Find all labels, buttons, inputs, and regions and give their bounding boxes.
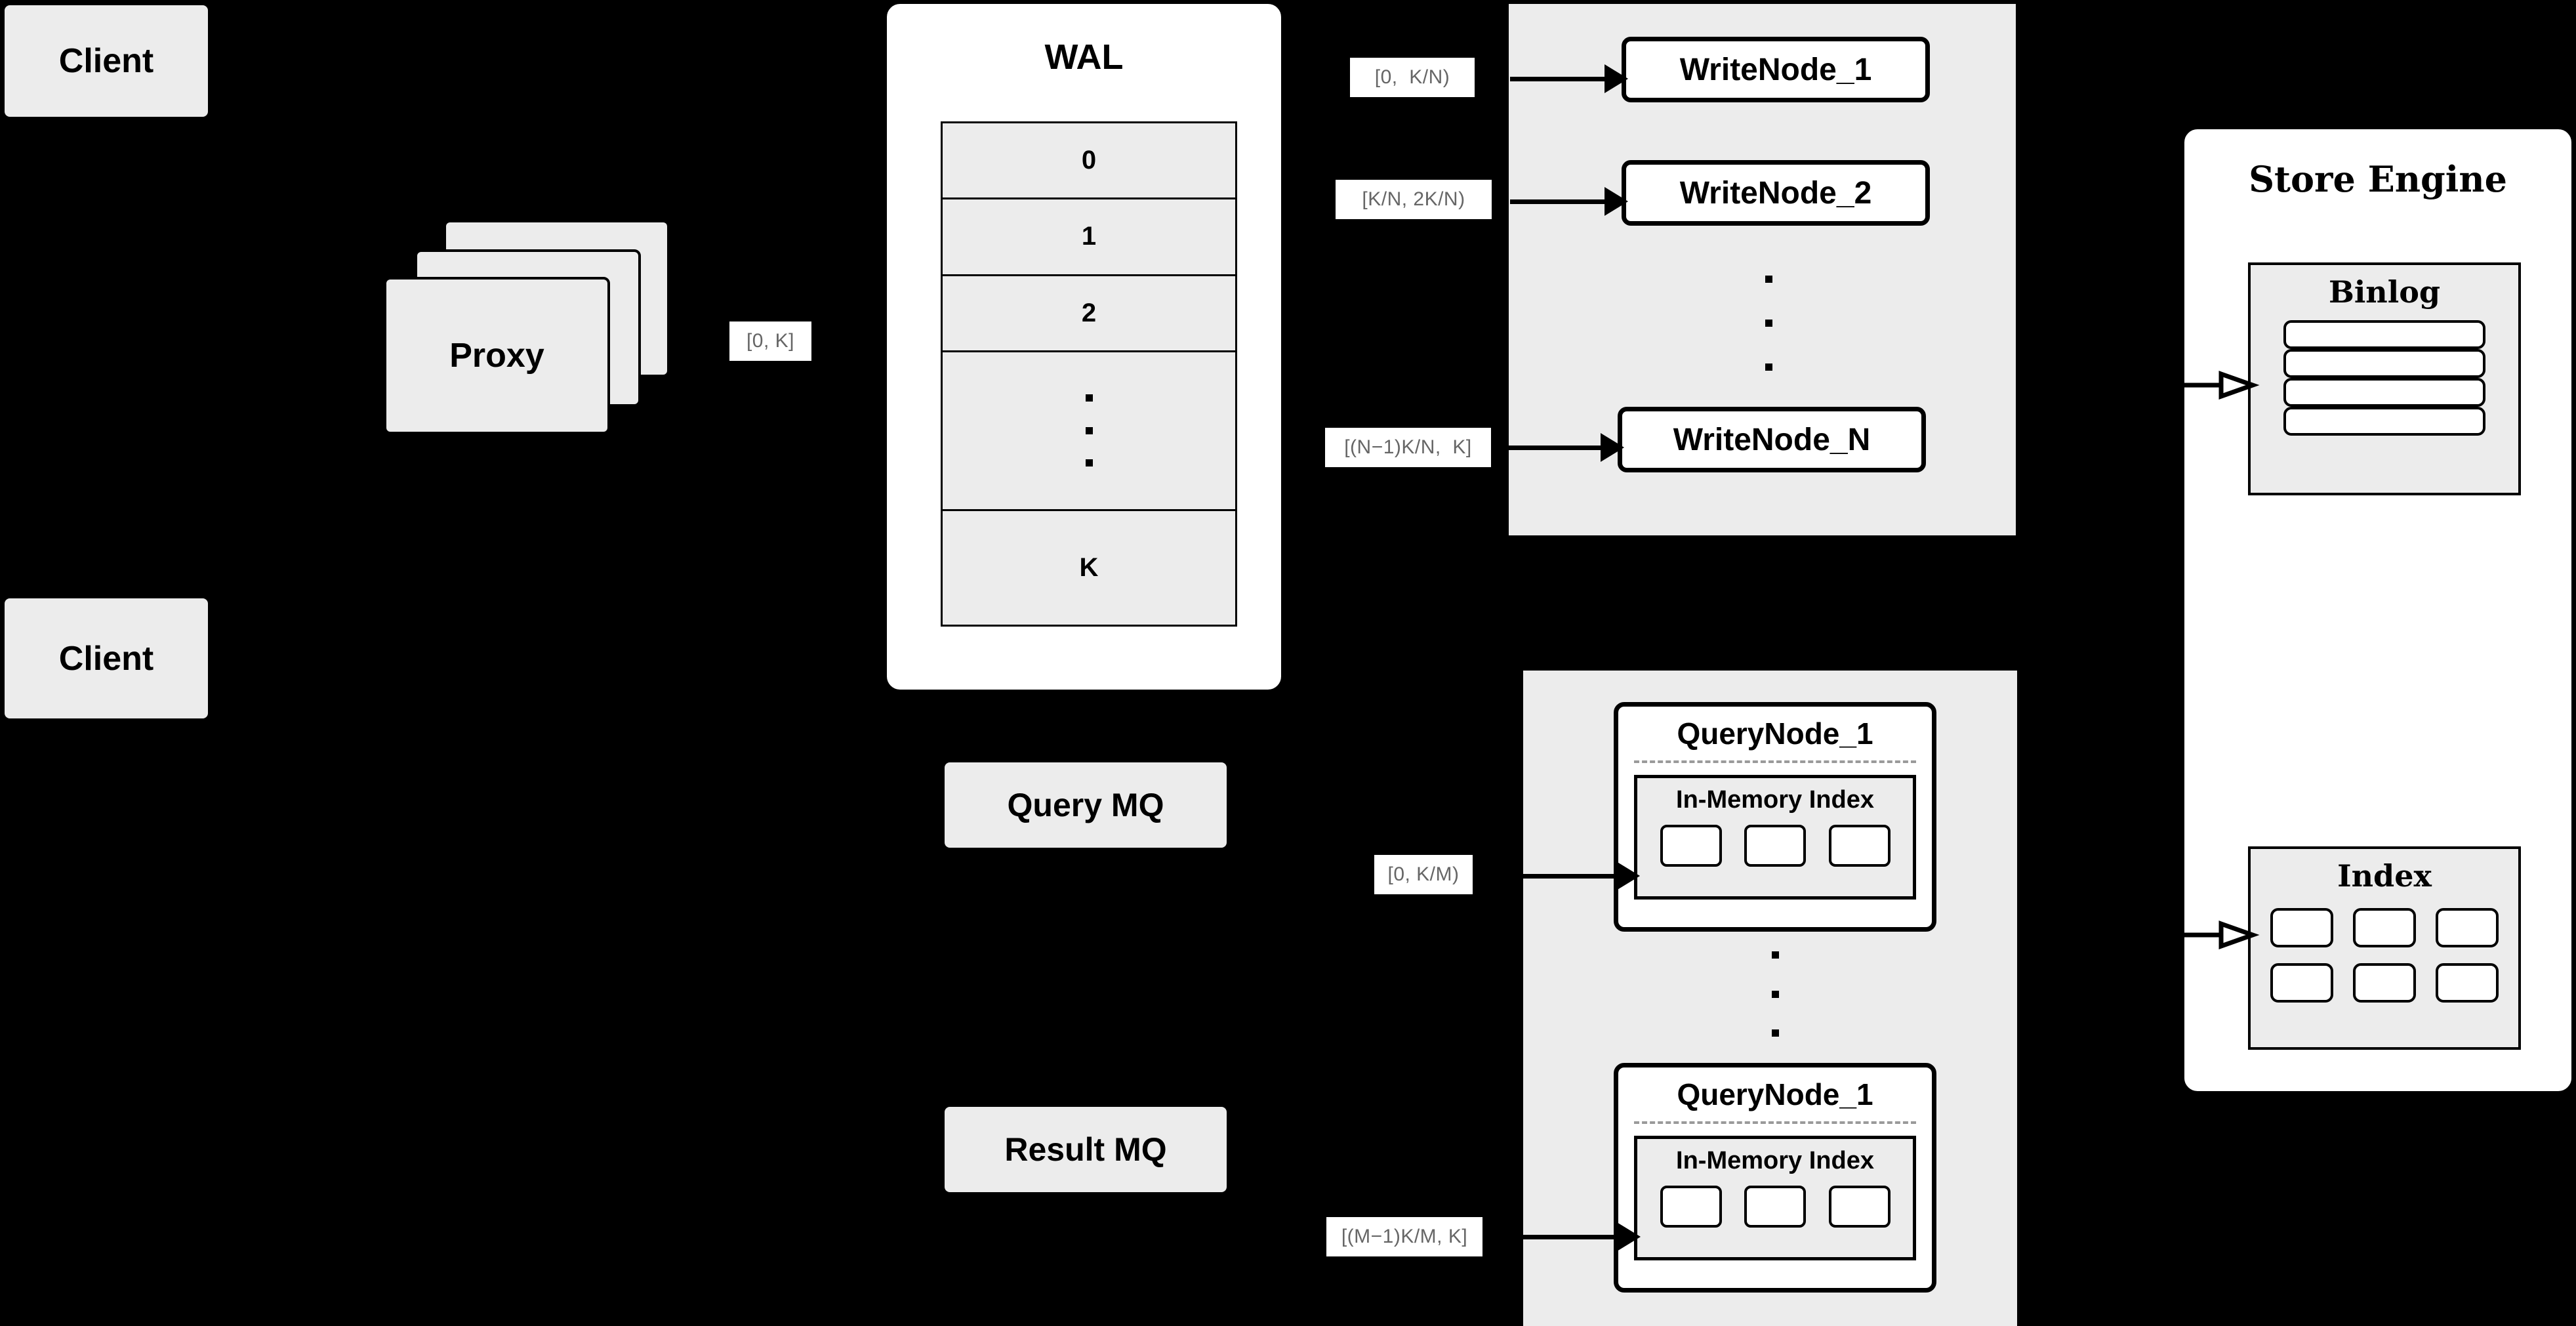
write-node-n-range-label: [(N−1)K/N, K]	[1325, 428, 1491, 467]
query-mq-label: Query MQ	[1007, 787, 1164, 823]
client-label: Client	[58, 639, 154, 678]
wal-row: 1	[943, 199, 1235, 276]
query-cluster-vertical-ellipsis-icon	[1771, 951, 1779, 1037]
index-cell	[1828, 825, 1891, 867]
write-node-1-range-label: [0, K/N)	[1350, 58, 1475, 97]
query-node-label: QueryNode_1	[1677, 1077, 1873, 1111]
query-node-label: QueryNode_1	[1677, 716, 1873, 751]
store-index-title: Index	[2337, 858, 2432, 894]
query-node-m[interactable]: QueryNode_1 In-Memory Index	[1614, 1063, 1936, 1293]
in-memory-index-title: In-Memory Index	[1676, 786, 1874, 814]
wal-row: K	[943, 511, 1235, 625]
in-memory-index-panel-1: In-Memory Index	[1634, 775, 1916, 900]
index-cell	[1744, 825, 1806, 867]
wal-title: WAL	[1044, 37, 1124, 77]
write-node-2[interactable]: WriteNode_2	[1622, 160, 1930, 226]
binlog-panel: Binlog	[2248, 262, 2521, 495]
wal-table: 0 1 2 K	[941, 121, 1237, 627]
index-cell	[1660, 825, 1722, 867]
query-node-separator	[1634, 760, 1916, 763]
query-node-separator	[1634, 1121, 1916, 1124]
client-box-1[interactable]: Client	[5, 5, 208, 117]
binlog-row	[2283, 407, 2485, 436]
arrow-to-query-node-1	[1522, 861, 1640, 890]
store-index-cell	[2270, 963, 2333, 1003]
store-index-panel: Index	[2248, 846, 2521, 1050]
write-node-1[interactable]: WriteNode_1	[1622, 37, 1930, 102]
wal-row: 0	[943, 123, 1235, 200]
arrow-to-write-node-n	[1506, 433, 1624, 462]
write-node-n[interactable]: WriteNode_N	[1618, 407, 1926, 472]
proxy-box[interactable]: Proxy	[384, 277, 610, 434]
store-index-cell	[2353, 963, 2416, 1003]
store-index-cell	[2270, 908, 2333, 947]
binlog-title: Binlog	[2328, 274, 2441, 310]
arrow-to-query-node-m	[1506, 1222, 1641, 1251]
index-cell	[1660, 1186, 1722, 1228]
proxy-label: Proxy	[449, 337, 544, 375]
write-cluster-vertical-ellipsis-icon	[1765, 276, 1772, 371]
query-mq-box[interactable]: Query MQ	[945, 762, 1227, 848]
store-index-cell	[2353, 908, 2416, 947]
client-label: Client	[58, 42, 154, 80]
write-node-label: WriteNode_2	[1679, 175, 1872, 211]
write-node-label: WriteNode_N	[1673, 422, 1871, 457]
store-index-cell	[2436, 963, 2499, 1003]
result-mq-label: Result MQ	[1004, 1131, 1167, 1168]
write-node-label: WriteNode_1	[1679, 52, 1872, 87]
arrow-to-write-node-1	[1510, 64, 1628, 93]
index-cell	[1744, 1186, 1806, 1228]
query-node-1-range-label: [0, K/M)	[1374, 855, 1473, 894]
arrow-to-binlog	[2184, 371, 2260, 400]
binlog-row	[2283, 378, 2485, 407]
wal-row: 2	[943, 276, 1235, 352]
in-memory-index-panel-2: In-Memory Index	[1634, 1136, 1916, 1260]
index-cell	[1828, 1186, 1891, 1228]
query-node-1[interactable]: QueryNode_1 In-Memory Index	[1614, 702, 1936, 932]
vertical-ellipsis-icon	[1085, 394, 1093, 467]
query-node-m-range-label: [(M−1)K/M, K]	[1326, 1217, 1482, 1256]
write-node-2-range-label: [K/N, 2K/N)	[1336, 180, 1492, 219]
wal-row-ellipsis	[943, 352, 1235, 512]
binlog-row	[2283, 320, 2485, 349]
arrow-to-store-index	[2184, 921, 2260, 949]
result-mq-box[interactable]: Result MQ	[945, 1107, 1227, 1192]
proxy-range-label: [0, K]	[729, 321, 811, 361]
store-engine-title: Store Engine	[2249, 158, 2507, 200]
client-box-2[interactable]: Client	[5, 598, 208, 718]
binlog-row	[2283, 349, 2485, 378]
arrow-to-write-node-2	[1510, 187, 1628, 216]
in-memory-index-title: In-Memory Index	[1676, 1147, 1874, 1174]
store-index-cell	[2436, 908, 2499, 947]
